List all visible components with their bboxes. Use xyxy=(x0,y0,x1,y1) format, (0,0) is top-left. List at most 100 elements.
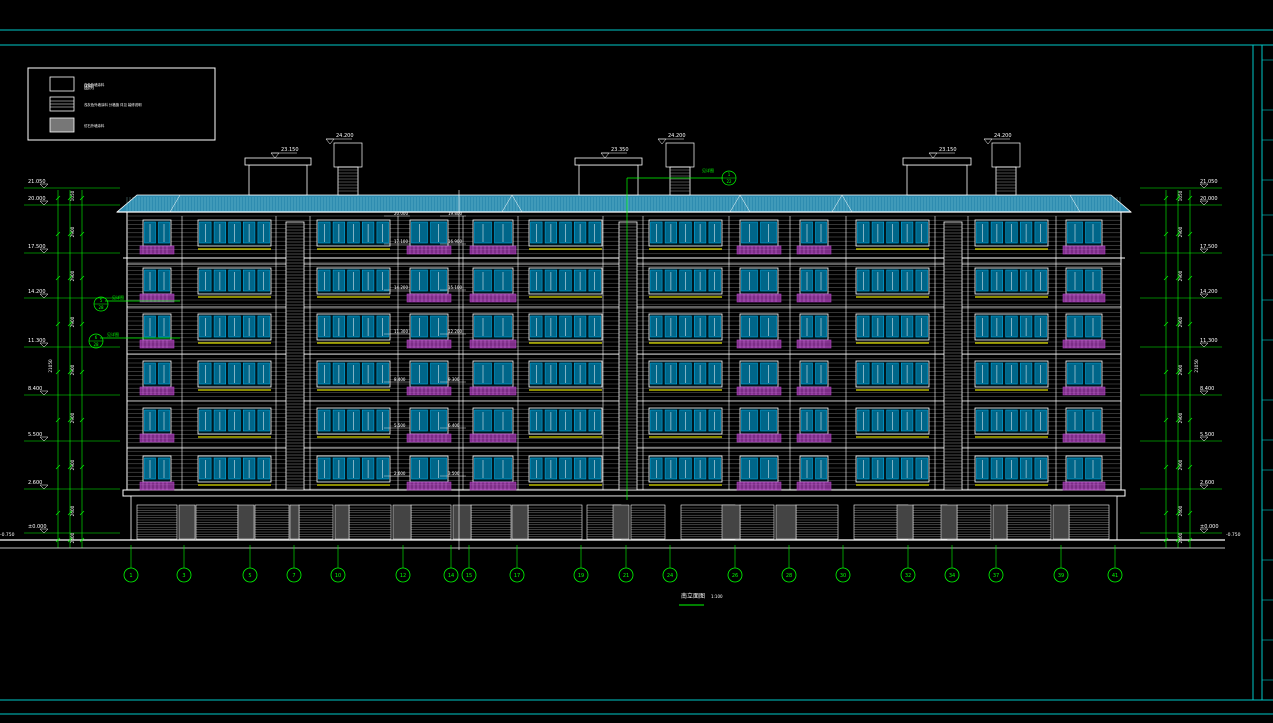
dimension-tick xyxy=(55,195,61,201)
axis-bubble xyxy=(242,567,258,583)
axis-label: 12 xyxy=(400,573,406,579)
dimension-tick xyxy=(55,417,61,423)
balcony-rail xyxy=(139,386,175,396)
dimension-tick xyxy=(1187,321,1193,327)
mid-level: 20.000 xyxy=(394,211,408,216)
dimension-tick xyxy=(1187,537,1193,543)
level-left: 20.000 xyxy=(28,196,46,202)
mid-level: 17.100 xyxy=(394,239,408,244)
dimension-tick xyxy=(1163,321,1169,327)
axis-label: 17 xyxy=(514,573,520,579)
drawing-title: 南立面图 1:100 xyxy=(679,592,723,606)
sheet-frame xyxy=(0,29,1273,715)
roof-level-right: 24.200 xyxy=(668,133,686,139)
axis-bubble xyxy=(443,567,459,583)
svg-text:白色外墙涂料: 白色外墙涂料 xyxy=(84,82,105,87)
roof-ridge xyxy=(841,194,853,213)
svg-text:28: 28 xyxy=(98,305,104,310)
level-triangle xyxy=(325,138,335,145)
dimension-text: 1050 xyxy=(1178,190,1183,201)
stone-pier xyxy=(896,504,914,540)
level-triangle xyxy=(39,342,49,348)
dimension-text: 2900 xyxy=(1178,226,1183,237)
dimension-text: 2900 xyxy=(70,270,75,281)
shop-shutter xyxy=(136,504,178,540)
axis-label: 34 xyxy=(949,573,955,579)
roof-house xyxy=(248,164,308,196)
axis-bubble xyxy=(618,567,634,583)
axis-bubble xyxy=(123,567,139,583)
dimension-tick xyxy=(67,510,73,516)
balcony-rail xyxy=(1062,481,1106,491)
balcony-rail xyxy=(796,339,832,349)
level-left: 11.300 xyxy=(28,338,46,344)
balcony-rail xyxy=(1062,386,1106,396)
level-triangle xyxy=(39,390,49,396)
dimension-tick xyxy=(1187,464,1193,470)
roof-ridge xyxy=(511,194,523,213)
stone-pier xyxy=(940,504,958,540)
shop-shutter xyxy=(195,504,239,540)
mid-level: 6.400 xyxy=(448,423,460,428)
level-triangle xyxy=(1199,528,1209,534)
balcony-rail xyxy=(796,386,832,396)
roof-house-cap xyxy=(902,157,972,166)
dimension-tick xyxy=(79,510,85,516)
dimension-tick xyxy=(67,537,73,543)
roof-level-right: 24.200 xyxy=(994,133,1012,139)
level-triangle xyxy=(1199,200,1209,206)
balcony-rail xyxy=(796,433,832,443)
stone-pier xyxy=(237,504,255,540)
shop-shutter xyxy=(739,504,775,540)
shop-shutter xyxy=(348,504,392,540)
level-markers: 21.05020.00017.50014.20011.3008.4005.500… xyxy=(0,179,1241,550)
level-triangle xyxy=(39,293,49,299)
svg-text:见详图: 见详图 xyxy=(112,294,124,300)
axis-bubble xyxy=(395,567,411,583)
roof-ridge xyxy=(169,194,181,213)
dimension-tick xyxy=(1175,275,1181,281)
axis-bubble xyxy=(509,567,525,583)
svg-text:1: 1 xyxy=(728,172,731,177)
svg-text:见详图: 见详图 xyxy=(107,331,119,337)
balcony-rail xyxy=(1062,339,1106,349)
dimension-tick xyxy=(67,369,73,375)
level-right: 17.500 xyxy=(1200,244,1218,250)
dimension-text: 2900 xyxy=(1178,412,1183,423)
vent-hood xyxy=(991,142,1021,168)
dimension-tick xyxy=(55,369,61,375)
shop-shutter xyxy=(630,504,666,540)
total-height: 21050 xyxy=(1194,359,1199,373)
dimension-tick xyxy=(79,321,85,327)
axis-label: 7 xyxy=(292,573,295,579)
balcony-rail xyxy=(139,339,175,349)
shop-shutter xyxy=(254,504,290,540)
level-triangle xyxy=(270,152,280,159)
axis-label: 41 xyxy=(1112,573,1118,579)
roof-detail-callout: 1 22 见详图 xyxy=(626,167,737,500)
stone-pier xyxy=(721,504,741,540)
level-right: 8.400 xyxy=(1200,386,1214,392)
title-block xyxy=(1262,59,1273,681)
dimension-tick xyxy=(1175,231,1181,237)
stone-pier xyxy=(992,504,1008,540)
dimension-tick xyxy=(1175,417,1181,423)
balcony-rail xyxy=(406,481,452,491)
balcony-rail xyxy=(139,245,175,255)
dimension-tick xyxy=(79,464,85,470)
dimension-tick xyxy=(79,369,85,375)
axis-bubble xyxy=(286,567,302,583)
balcony-rail xyxy=(406,386,452,396)
dimension-tick xyxy=(67,275,73,281)
balcony-rail xyxy=(1062,293,1106,303)
roof-level-left: 23.350 xyxy=(611,147,629,153)
dimension-tick xyxy=(67,464,73,470)
balcony-rail xyxy=(796,481,832,491)
balcony-rail xyxy=(1062,433,1106,443)
mid-level: 15.100 xyxy=(448,285,462,290)
axis-label: 3 xyxy=(182,573,185,579)
dimension-text: 2900 xyxy=(70,364,75,375)
axis-bubble xyxy=(662,567,678,583)
